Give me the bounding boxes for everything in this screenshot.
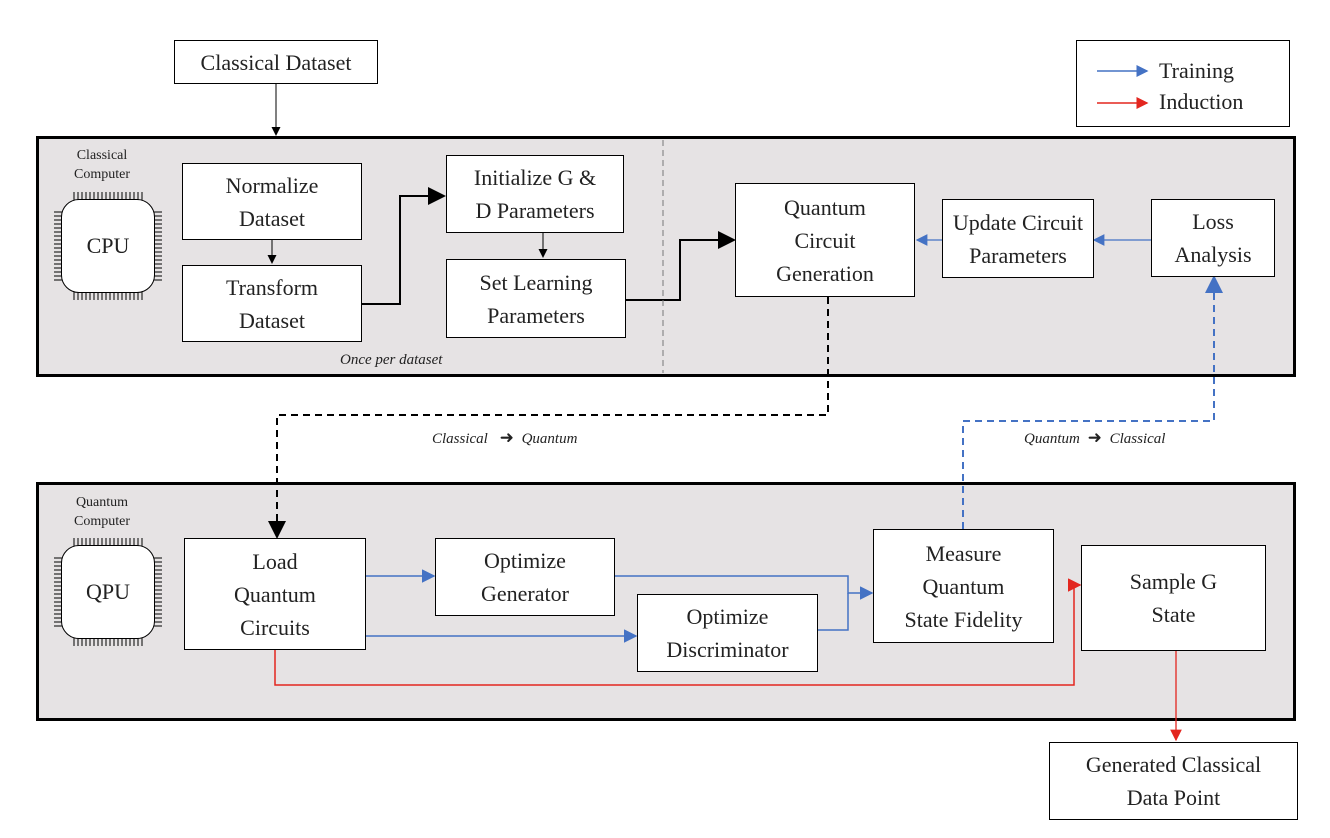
load-to-sample-induction-arrow — [274, 578, 1082, 686]
once-per-dataset-label: Once per dataset — [340, 352, 443, 368]
sample-g-state-box: Sample G State — [1081, 545, 1266, 651]
quantum-to-classical-label: Quantum ➜ Classical — [1024, 428, 1165, 448]
initialize-parameters-box: Initialize G & D Parameters — [446, 155, 624, 233]
discriminator-to-measure-line — [818, 593, 849, 631]
quantum-circuit-generation-box: Quantum Circuit Generation — [735, 183, 915, 297]
generator-to-measure-arrow — [615, 575, 874, 600]
quantum-computer-label: Quantum Computer — [74, 495, 130, 529]
generated-data-point-box: Generated Classical Data Point — [1049, 742, 1298, 820]
learning-to-circuit-arrow — [626, 231, 736, 301]
quantum-to-classical-arrow — [962, 275, 1223, 529]
set-learning-parameters-box: Set Learning Parameters — [446, 259, 626, 338]
legend-induction-label: Induction — [1159, 89, 1244, 114]
classical-to-quantum-label: Classical ➜ Quantum — [432, 428, 577, 448]
classical-dataset-box: Classical Dataset — [174, 40, 378, 84]
transform-to-init-arrow — [362, 187, 446, 305]
load-quantum-circuits-box: Load Quantum Circuits — [184, 538, 366, 650]
classical-computer-label: Classical Computer — [74, 148, 130, 182]
normalize-dataset-box: Normalize Dataset — [182, 163, 362, 240]
legend: Training Induction — [1076, 40, 1290, 127]
qpu-icon: QPU — [61, 545, 155, 639]
q2c-arrow-icon: ➜ — [1087, 428, 1102, 447]
legend-training-label: Training — [1159, 58, 1234, 83]
q2c-from-label: Quantum — [1024, 431, 1080, 447]
c2q-arrow-icon: ➜ — [499, 428, 514, 447]
legend-swatches — [1097, 65, 1149, 109]
c2q-from-label: Classical — [432, 431, 488, 447]
transform-dataset-box: Transform Dataset — [182, 265, 362, 342]
cpu-icon: CPU — [61, 199, 155, 293]
measure-state-fidelity-box: Measure Quantum State Fidelity — [873, 529, 1054, 643]
c2q-to-label: Quantum — [521, 431, 578, 447]
q2c-to-label: Classical — [1109, 431, 1166, 447]
cpu-chip-pins — [54, 192, 162, 300]
loss-analysis-box: Loss Analysis — [1151, 199, 1275, 277]
optimize-generator-box: Optimize Generator — [435, 538, 615, 616]
optimize-discriminator-box: Optimize Discriminator — [637, 594, 818, 672]
update-circuit-parameters-box: Update Circuit Parameters — [942, 199, 1094, 278]
qpu-chip-pins — [54, 538, 162, 646]
